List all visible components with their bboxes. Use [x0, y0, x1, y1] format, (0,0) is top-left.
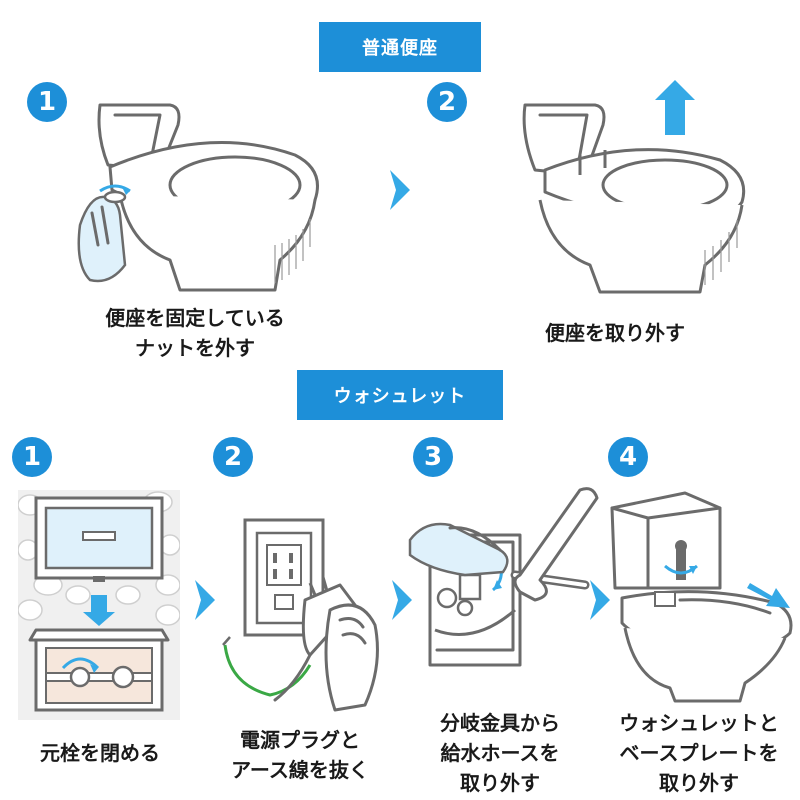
- caption-line: 電源プラグと: [240, 728, 360, 752]
- step-badge-washlet-4: 4: [608, 437, 648, 477]
- section-title-normal-seat: 普通便座: [319, 22, 481, 72]
- caption-line: 取り外す: [460, 771, 540, 795]
- caption-line: 元栓を閉める: [40, 741, 160, 765]
- caption-washlet-1: 元栓を閉める: [10, 738, 190, 768]
- step-badge-washlet-2: 2: [213, 437, 253, 477]
- step-badge-washlet-1: 1: [12, 437, 52, 477]
- caption-washlet-2: 電源プラグと アース線を抜く: [200, 725, 400, 785]
- illustration-remove-seat: [522, 80, 746, 294]
- illustration-remove-hose: [408, 487, 599, 667]
- caption-normal-2: 便座を取り外す: [500, 318, 730, 348]
- caption-line: 給水ホースを: [440, 741, 560, 765]
- caption-washlet-3: 分岐金具から 給水ホースを 取り外す: [405, 708, 595, 798]
- caption-line: ベースプレートを: [619, 741, 779, 765]
- illustration-unplug: [222, 518, 379, 712]
- lift-up-arrow: [655, 80, 695, 135]
- caption-line: 便座を固定している: [105, 306, 285, 330]
- caption-line: 便座を取り外す: [545, 321, 685, 345]
- step-badge-normal-1: 1: [27, 82, 67, 122]
- illustration-remove-nut: [77, 103, 319, 292]
- illustration-close-valve: [18, 490, 180, 720]
- caption-line: アース線を抜く: [231, 758, 369, 782]
- step-badge-normal-2: 2: [427, 82, 467, 122]
- next-step-arrow: [590, 580, 610, 620]
- next-step-arrow: [392, 580, 412, 620]
- caption-line: 分岐金具から: [440, 711, 560, 735]
- caption-line: 取り外す: [659, 771, 739, 795]
- section-title-washlet: ウォシュレット: [297, 370, 503, 420]
- next-step-arrow: [195, 580, 215, 620]
- caption-normal-1: 便座を固定している ナットを外す: [70, 303, 320, 363]
- caption-washlet-4: ウォシュレットと ベースプレートを 取り外す: [600, 708, 798, 798]
- step-badge-washlet-3: 3: [413, 437, 453, 477]
- illustration-remove-washlet: [610, 491, 793, 703]
- caption-line: ナットを外す: [135, 336, 255, 360]
- caption-line: ウォシュレットと: [619, 711, 779, 735]
- next-step-arrow: [390, 170, 410, 210]
